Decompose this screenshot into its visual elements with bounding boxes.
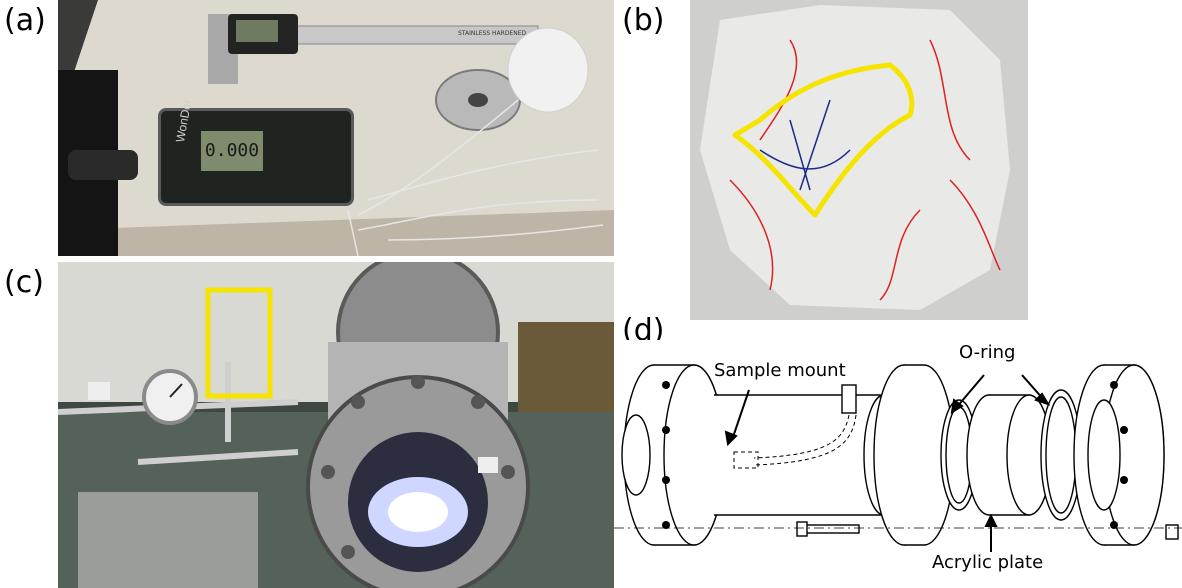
panel-label-a: (a) xyxy=(4,3,46,38)
scale-display: 0.000 xyxy=(201,131,263,171)
digital-scale: WonDer 0.000 xyxy=(158,98,354,206)
diagram-panel-d: Sample mount O-ring Acrylic plate xyxy=(614,340,1182,588)
photo-panel-b xyxy=(690,0,1028,320)
panel-label-c: (c) xyxy=(4,265,44,300)
caliper-engraving: STAINLESS HARDENED xyxy=(458,30,527,37)
callout-acrylic-plate: Acrylic plate xyxy=(932,552,1044,573)
panel-label-b: (b) xyxy=(622,3,665,38)
photo-panel-c xyxy=(58,262,614,588)
photo-panel-a: STAINLESS HARDENED WonDer 0.000 xyxy=(58,0,614,256)
callout-o-ring: O-ring xyxy=(959,342,1016,363)
callout-sample-mount: Sample mount xyxy=(714,360,846,381)
